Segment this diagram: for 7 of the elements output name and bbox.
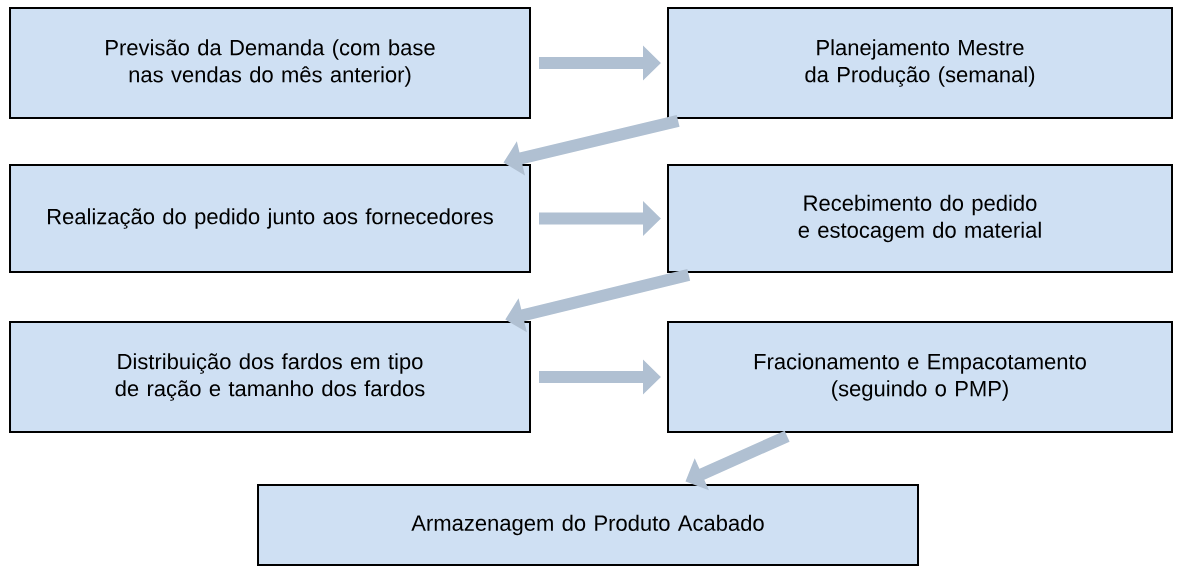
- process-box: Distribuição dos fardos em tipo de ração e tamanho dos fardos: [9, 321, 531, 433]
- process-box: Armazenagem do Produto Acabado: [257, 484, 919, 566]
- process-box: Recebimento do pedido e estocagem do material: [667, 164, 1173, 273]
- process-box: Planejamento Mestre da Produção (semanal): [667, 7, 1173, 119]
- process-box: Fracionamento e Empacotamento (seguindo o PMP): [667, 321, 1173, 433]
- process-box: Previsão da Demanda (com base nas vendas do mês anterior): [9, 7, 531, 119]
- process-box: Realização do pedido junto aos fornecedores: [9, 164, 531, 273]
